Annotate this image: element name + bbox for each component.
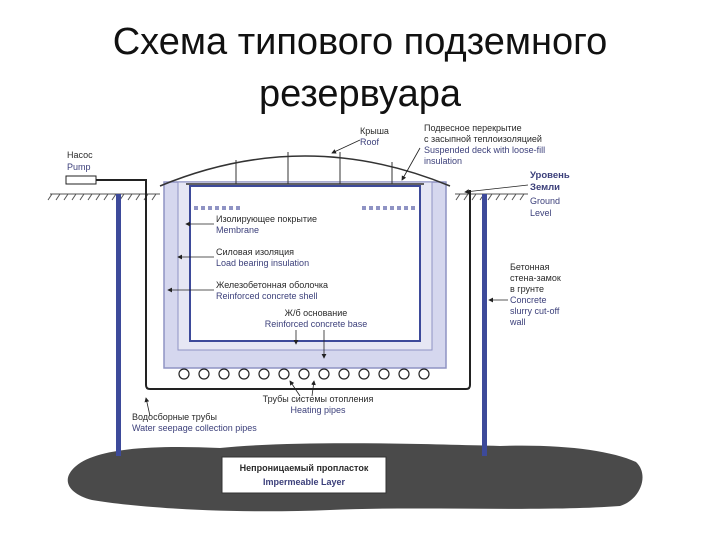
load-insulation-label-ru: Силовая изоляция	[216, 247, 294, 257]
ground-label-en-2: Level	[530, 208, 552, 218]
load-insulation-label-en: Load bearing insulation	[216, 258, 309, 268]
seepage-pipes-label-ru: Водосборные трубы	[132, 412, 217, 422]
membrane-label-ru: Изолирующее покрытие	[216, 214, 317, 224]
wall-label-en-1: Concrete	[510, 295, 547, 305]
ground-label-ru-1: Уровень	[530, 170, 570, 181]
deck-label-ru-2: с засыпной теплоизоляцией	[424, 134, 542, 144]
roof-label-ru: Крыша	[360, 126, 389, 136]
impermeable-layer-label-ru: Непроницаемый пропласток	[240, 463, 369, 473]
cutoff-wall-left	[116, 194, 121, 456]
membrane-label-en: Membrane	[216, 225, 259, 235]
insulation-dashes	[194, 206, 415, 210]
base-label-en: Reinforced concrete base	[265, 319, 368, 329]
impermeable-layer-label-en: Impermeable Layer	[263, 477, 346, 487]
wall-label-ru-1: Бетонная	[510, 262, 550, 272]
page-title-line-2: резервуара	[258, 73, 462, 115]
roof-label-en: Roof	[360, 137, 380, 147]
deck-label-ru-1: Подвесное перекрытие	[424, 123, 522, 133]
wall-label-ru-2: стена-замок	[510, 273, 561, 283]
ground-label-en-1: Ground	[530, 196, 560, 206]
seepage-collection-pipe	[96, 179, 471, 390]
deck-label-en-2: insulation	[424, 156, 462, 166]
shell-label-ru: Железобетонная оболочка	[216, 280, 328, 290]
heating-pipes-label-ru: Трубы системы отопления	[263, 394, 374, 404]
deck-label-en-1: Suspended deck with loose-fill	[424, 145, 545, 155]
page-title-line-1: Схема типового подземного	[112, 21, 608, 63]
pump-label-en: Pump	[67, 162, 91, 172]
pump-label-ru: Насос	[67, 150, 93, 160]
tank-interior	[189, 185, 421, 342]
heating-pipes-label-en: Heating pipes	[290, 405, 346, 415]
roof-dome	[159, 155, 451, 187]
base-label-ru: Ж/б основание	[285, 308, 348, 318]
wall-label-en-3: wall	[509, 317, 526, 327]
seepage-pipes-label-en: Water seepage collection pipes	[132, 423, 257, 433]
pump-body	[65, 175, 97, 185]
heating-pipes	[178, 368, 430, 380]
impermeable-layer-box	[221, 456, 387, 494]
wall-label-ru-3: в грунте	[510, 284, 544, 294]
deck-hangers	[235, 152, 393, 184]
ground-label-ru-2: Земли	[530, 182, 560, 193]
wall-label-en-2: slurry cut-off	[510, 306, 560, 316]
cutoff-wall-right	[482, 194, 487, 456]
shell-label-en: Reinforced concrete shell	[216, 291, 318, 301]
leader-lines	[144, 139, 529, 417]
